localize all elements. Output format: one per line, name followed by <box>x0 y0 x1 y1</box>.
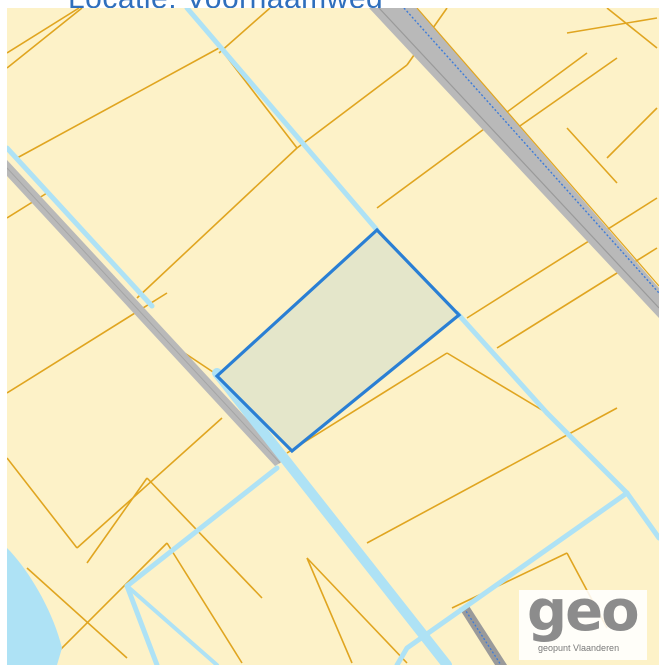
railway-upper <box>369 8 659 318</box>
map-view[interactable]: geo geopunt Vlaanderen <box>7 8 659 665</box>
parcel-boundaries <box>7 8 658 664</box>
railway-bottom <box>459 606 507 665</box>
water-courses <box>7 8 659 665</box>
cadastral-map[interactable] <box>7 8 659 665</box>
railway-lower <box>7 160 285 466</box>
geopunt-logo: geo geopunt Vlaanderen <box>519 584 647 660</box>
logo-subtitle: geopunt Vlaanderen <box>538 643 620 653</box>
pond <box>7 548 62 665</box>
selected-parcel[interactable] <box>214 227 462 454</box>
logo-wordmark: geo <box>527 579 640 644</box>
